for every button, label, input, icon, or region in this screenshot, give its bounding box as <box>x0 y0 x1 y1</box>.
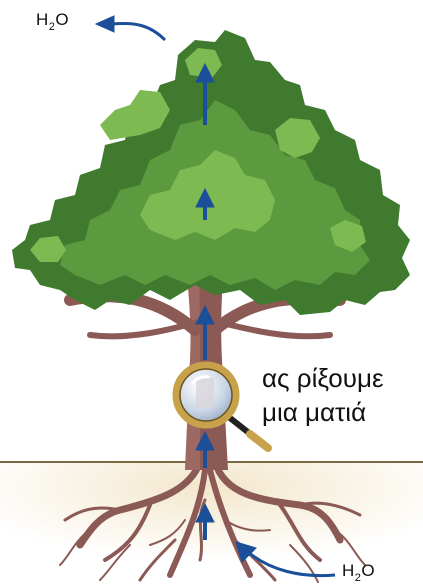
water-subscript: 2 <box>355 572 362 584</box>
water-symbol: H <box>342 561 355 580</box>
water-label-top: H2O <box>36 10 69 32</box>
water-label-bottom: H2O <box>342 561 375 583</box>
foliage <box>12 30 410 315</box>
look-caption-line2[interactable]: μια ματιά <box>262 396 366 428</box>
water-symbol-tail: O <box>55 10 69 29</box>
look-caption-line1[interactable]: ας ρίξουμε <box>262 362 384 394</box>
water-symbol: H <box>36 10 49 29</box>
water-symbol-tail: O <box>361 561 375 580</box>
arrow-icon <box>96 16 114 32</box>
water-subscript: 2 <box>49 21 56 33</box>
